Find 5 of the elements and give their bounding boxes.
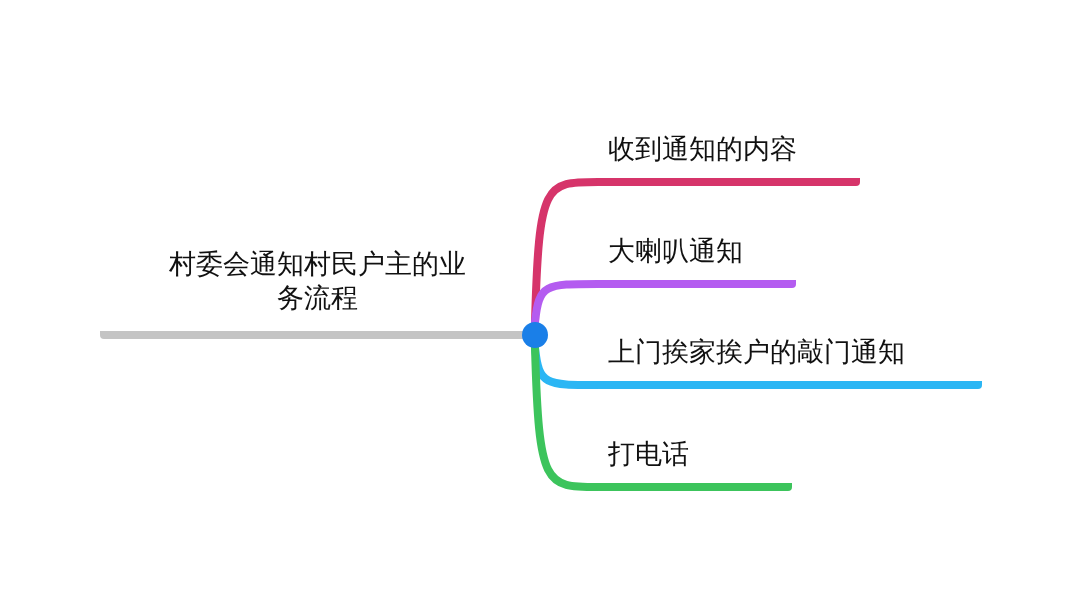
topic-text: 打电话 — [608, 437, 689, 471]
topic-text: 大喇叭通知 — [608, 234, 743, 268]
topic-text: 村委会通知村民户主的业务流程 — [167, 247, 467, 315]
topic-text: 上门挨家挨户的敲门通知 — [608, 335, 905, 369]
topic-text: 收到通知的内容 — [608, 132, 797, 166]
